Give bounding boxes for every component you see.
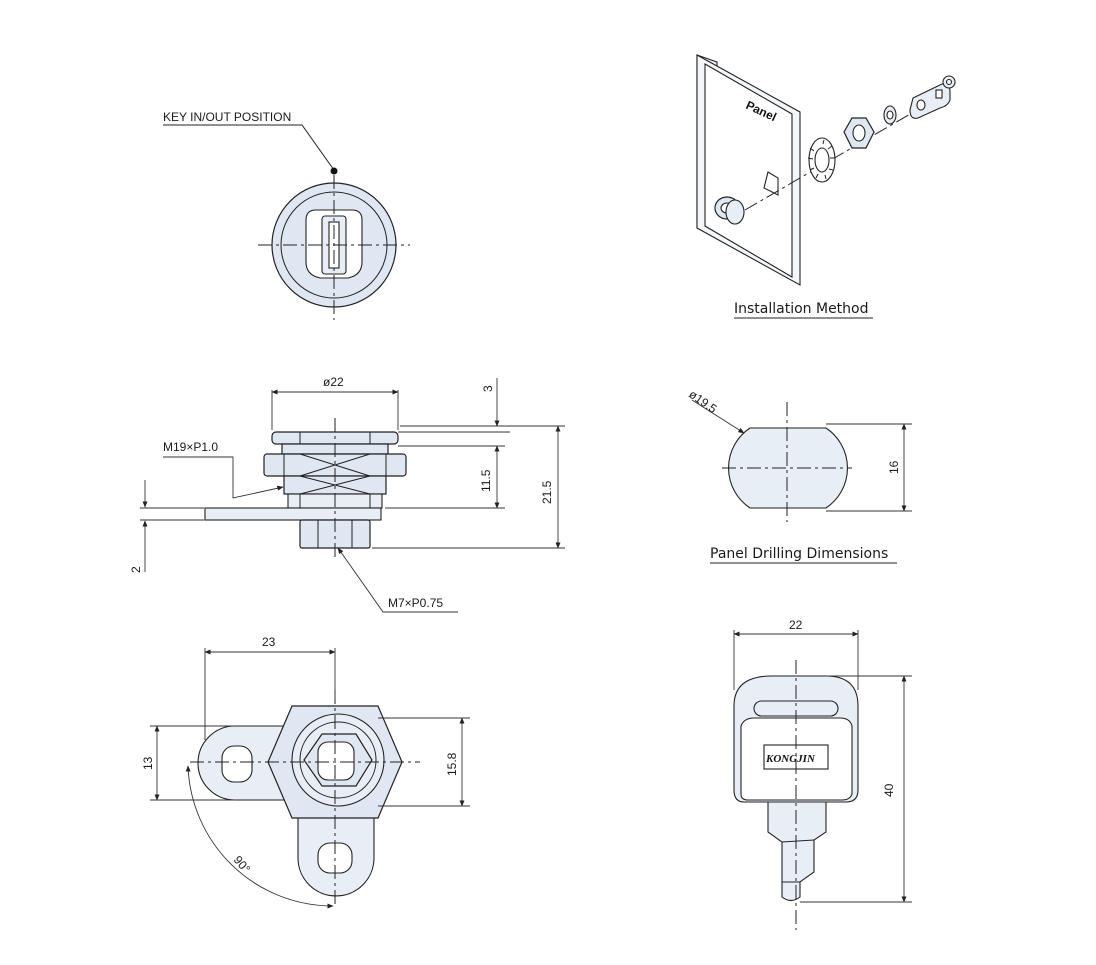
- dim13-label: 13: [141, 756, 155, 770]
- angle90-label: 90°: [231, 853, 254, 876]
- front-view: KEY IN/OUT POSITION: [163, 110, 410, 320]
- dia22-label: ø22: [323, 375, 344, 389]
- key-height-label: 40: [882, 783, 896, 797]
- dim23-label: 23: [262, 635, 276, 649]
- dim2-label: 2: [129, 566, 143, 573]
- key-width-label: 22: [789, 618, 803, 632]
- m19-label: M19×P1.0: [163, 440, 218, 454]
- dim3-label: 3: [481, 385, 495, 392]
- installation-caption: Installation Method: [734, 301, 869, 317]
- drilling-view: 16 ø19.5 Panel Drilling Dimensions: [686, 387, 912, 564]
- dia19-5-label: ø19.5: [686, 387, 719, 416]
- dim11-5-label: 11.5: [479, 469, 493, 492]
- brand-label: KONGJIN: [765, 753, 816, 765]
- dim21-5-label: 21.5: [540, 480, 554, 504]
- side-view: ø22 3 11.5 21.5 2 M19×P1.0 M7×P0.75: [129, 375, 565, 613]
- m7-label: M7×P0.75: [388, 596, 443, 610]
- key-position-label: KEY IN/OUT POSITION: [163, 110, 291, 124]
- bottom-view: 23 13 15.8 90°: [141, 635, 470, 909]
- dim16-label: 16: [887, 460, 901, 474]
- dim15-8-label: 15.8: [445, 752, 459, 776]
- key-view: KONGJIN 22 40: [733, 618, 912, 930]
- installation-view: Panel Installation Method: [696, 54, 956, 319]
- drilling-caption: Panel Drilling Dimensions: [710, 546, 888, 562]
